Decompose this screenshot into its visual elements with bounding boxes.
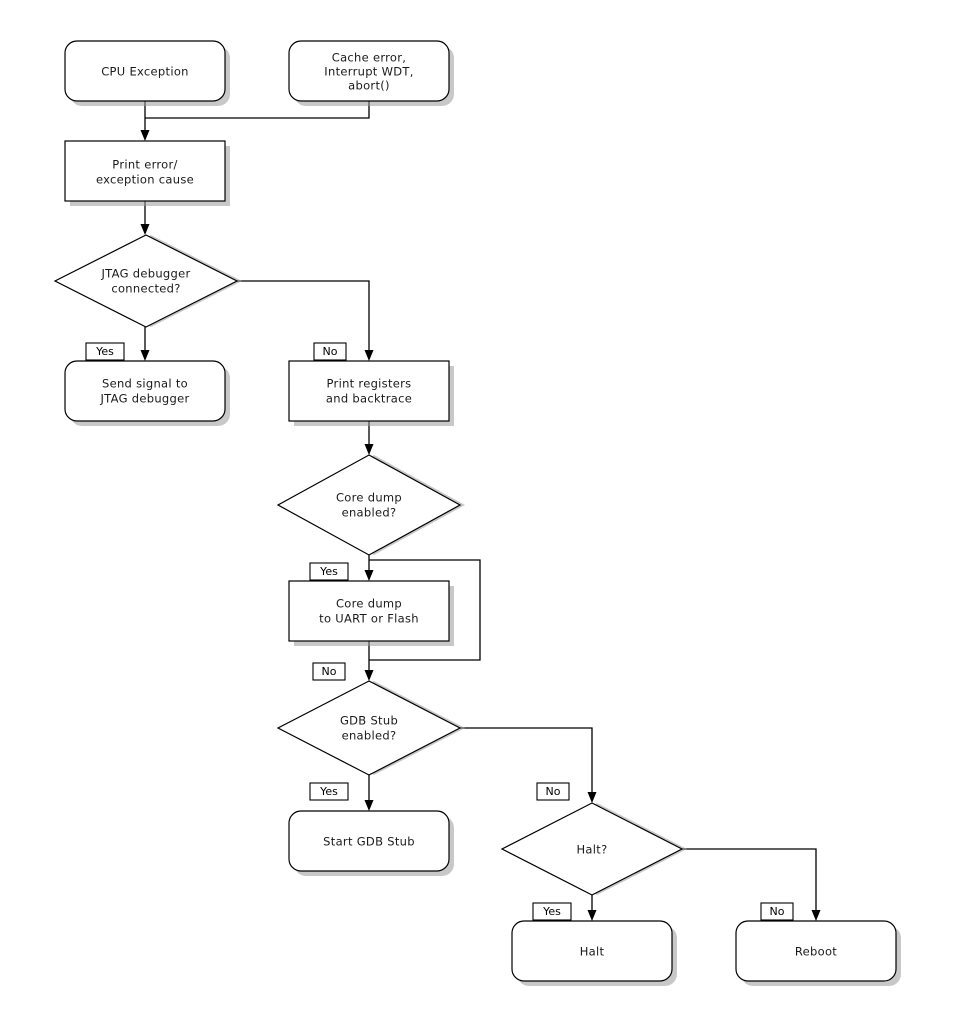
jtag-yes-text: Yes: [95, 345, 114, 358]
node-start-gdbstub[interactable]: Start GDB Stub: [288, 810, 454, 876]
gdbstub-no-text: No: [546, 785, 561, 798]
node-jtag-decision[interactable]: JTAG debugger connected?: [53, 234, 242, 328]
node-reboot-action[interactable]: Reboot: [735, 920, 901, 986]
node-coredump-decision[interactable]: Core dump enabled?: [276, 454, 465, 556]
cache-error-line3: abort(): [348, 79, 390, 93]
start-gdbstub-label: Start GDB Stub: [323, 835, 415, 849]
node-cache-error[interactable]: Cache error, Interrupt WDT, abort(): [288, 40, 454, 106]
cache-error-line2: Interrupt WDT,: [324, 65, 413, 79]
halt-yes-text: Yes: [542, 905, 561, 918]
edge-jtag-no-to-print-registers: [237, 280, 374, 361]
node-print-error[interactable]: Print error/ exception cause: [64, 140, 230, 206]
send-signal-line2: JTAG debugger: [99, 392, 189, 406]
halt-decision-label: Halt?: [576, 843, 607, 857]
edge-label-coredump-no: No: [312, 662, 346, 681]
cpu-exception-label: CPU Exception: [101, 65, 189, 79]
print-error-line1: Print error/: [112, 158, 177, 172]
node-halt-action[interactable]: Halt: [511, 920, 677, 986]
gdbstub-decision-line1: GDB Stub: [340, 714, 398, 728]
edges-layer: [140, 101, 821, 921]
print-registers-line1: Print registers: [327, 377, 412, 391]
edge-label-jtag-no: No: [313, 342, 347, 361]
halt-action-label: Halt: [580, 945, 605, 959]
edge-label-halt-no: No: [760, 902, 794, 921]
print-error-line2: exception cause: [96, 173, 194, 187]
edge-label-halt-yes: Yes: [532, 902, 572, 921]
gdbstub-yes-text: Yes: [319, 785, 338, 798]
cache-error-line1: Cache error,: [332, 51, 407, 65]
send-signal-line1: Send signal to: [102, 377, 188, 391]
jtag-decision-line1: JTAG debugger: [100, 267, 190, 281]
edge-coredump-no-bypass: [369, 559, 481, 661]
node-gdbstub-decision[interactable]: GDB Stub enabled?: [276, 680, 465, 776]
edge-halt-yes-to-halt-action: [587, 895, 597, 921]
node-send-signal[interactable]: Send signal to JTAG debugger: [64, 360, 230, 426]
edge-label-gdbstub-no: No: [536, 782, 570, 801]
edge-halt-no-to-reboot-action: [682, 848, 821, 921]
node-cpu-exception[interactable]: CPU Exception: [64, 40, 230, 106]
coredump-yes-text: Yes: [319, 565, 338, 578]
edge-label-gdbstub-yes: Yes: [309, 782, 349, 801]
coredump-no-text: No: [322, 665, 337, 678]
edge-gdbstub-no-to-halt-decision: [460, 727, 597, 803]
halt-no-text: No: [770, 905, 785, 918]
coredump-decision-line1: Core dump: [336, 491, 402, 505]
node-halt-decision[interactable]: Halt?: [500, 802, 687, 896]
node-print-registers[interactable]: Print registers and backtrace: [288, 360, 454, 426]
coredump-decision-line2: enabled?: [342, 506, 397, 520]
coredump-action-line2: to UART or Flash: [319, 612, 419, 626]
edge-jtag-yes-to-send-signal: [140, 327, 150, 361]
edge-cpu-exception-to-print-error: [140, 101, 150, 141]
edge-cache-error-to-print-error: [145, 101, 370, 119]
gdbstub-decision-line2: enabled?: [342, 729, 397, 743]
edge-coredump-action-to-gdbstub-decision: [364, 641, 374, 681]
coredump-action-line1: Core dump: [336, 597, 402, 611]
edge-print-error-to-jtag-decision: [140, 201, 150, 235]
jtag-decision-line2: connected?: [111, 282, 180, 296]
edge-print-registers-to-coredump-decision: [364, 421, 374, 455]
node-coredump-action[interactable]: Core dump to UART or Flash: [288, 580, 454, 646]
edge-label-coredump-yes: Yes: [309, 562, 349, 581]
print-registers-line2: and backtrace: [326, 392, 412, 406]
reboot-action-label: Reboot: [795, 945, 837, 959]
edge-coredump-yes-to-coredump-action: [364, 555, 374, 581]
jtag-no-text: No: [323, 345, 338, 358]
edge-gdbstub-yes-to-start-gdbstub: [364, 775, 374, 811]
edge-label-jtag-yes: Yes: [85, 342, 125, 361]
